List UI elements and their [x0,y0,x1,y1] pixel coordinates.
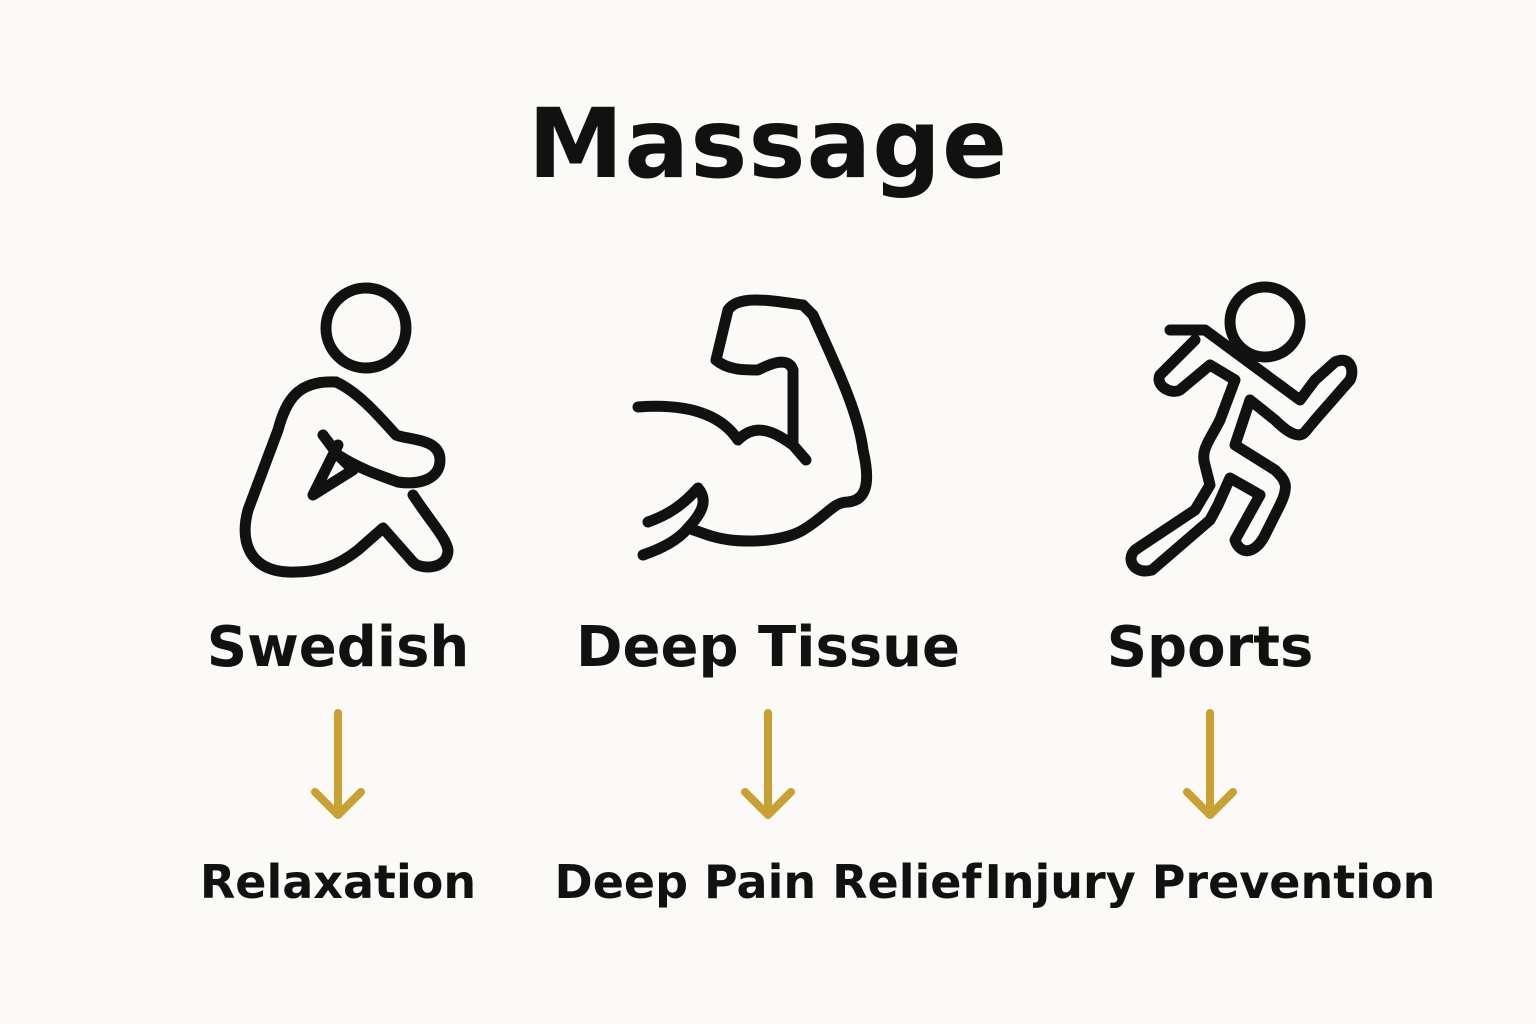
massage-type-deep-tissue: Deep Tissue Deep Pain Relief [538,270,998,909]
page-title: Massage [527,88,1009,200]
seated-person-icon [239,282,454,578]
running-person-icon [1125,281,1358,577]
benefit-label: Deep Pain Relief [554,855,982,909]
benefit-label: Injury Prevention [984,855,1436,909]
benefit-label: Relaxation [199,855,477,909]
arrow-down-icon [1183,709,1237,819]
arrow-down-icon [311,709,365,819]
flexed-arm-icon [632,294,873,561]
massage-type-swedish: Swedish Relaxation [108,270,568,909]
type-label: Deep Tissue [576,615,960,680]
arrow-down-icon [741,709,795,819]
type-label: Sports [1106,615,1314,680]
type-label: Swedish [206,615,470,680]
massage-type-sports: Sports Injury Prevention [980,270,1440,909]
